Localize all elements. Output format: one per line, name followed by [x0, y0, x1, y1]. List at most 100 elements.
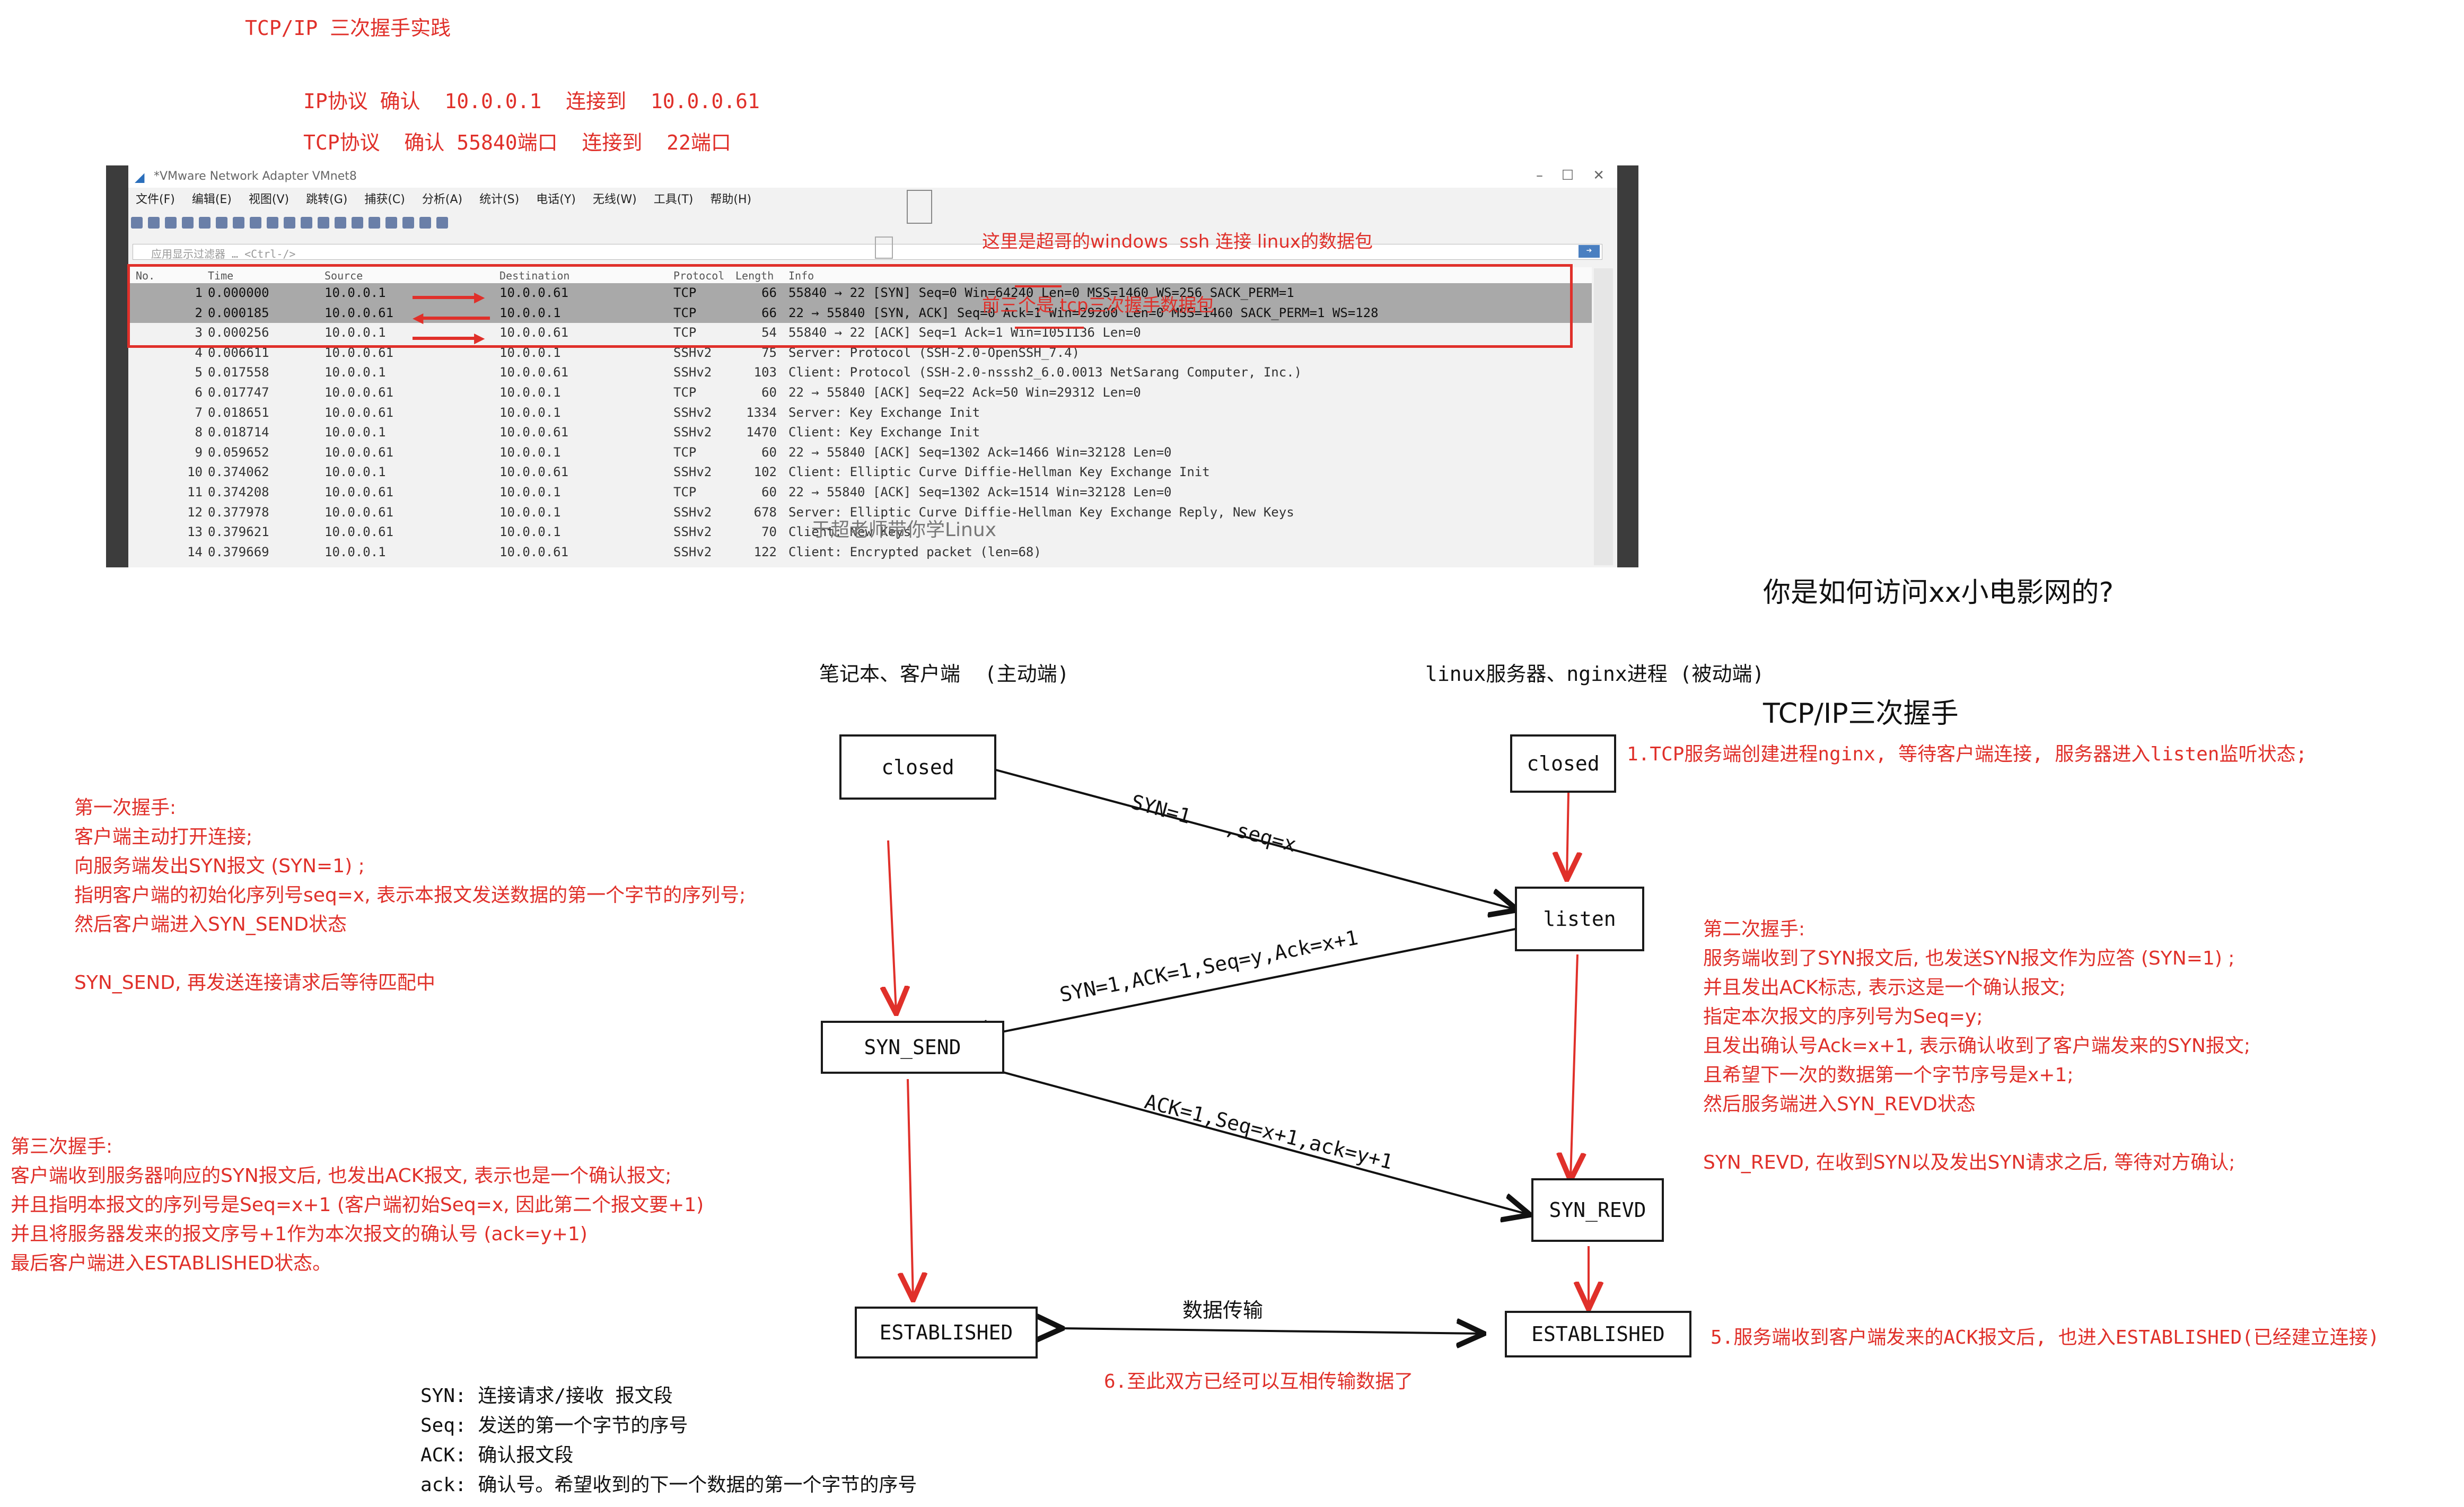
toolbar-zoom-out-icon[interactable] — [419, 217, 431, 229]
packet-cell-info: Client: Encrypted packet (len=68) — [788, 544, 1041, 559]
toolbar-forward-icon[interactable] — [301, 217, 312, 229]
packet-cell-dst: 10.0.0.61 — [499, 425, 569, 440]
toolbar-colorize-icon[interactable] — [385, 217, 397, 229]
packet-cell-no: 13 — [187, 524, 203, 540]
column-header[interactable]: Time — [208, 269, 234, 282]
menu-item[interactable]: 分析(A) — [422, 193, 463, 206]
packet-cell-src: 10.0.0.61 — [325, 384, 394, 400]
menu-bar: 文件(F) 编辑(E) 视图(V) 跳转(G) 捕获(C) 分析(A) 统计(S) 电话(Y)… — [128, 190, 761, 209]
column-header[interactable]: Destination — [499, 269, 570, 282]
packet-cell-dst: 10.0.0.1 — [499, 384, 561, 400]
packet-cell-proto: SSHv2 — [673, 465, 712, 480]
annotation-text: 这里是超哥的windows ssh 连接 linux的数据包 前三个是 tcp三… — [982, 189, 1373, 358]
toolbar-stop-icon[interactable] — [148, 217, 160, 229]
column-header[interactable]: Length — [735, 269, 774, 282]
toolbar-autoscroll-icon[interactable] — [369, 217, 380, 229]
maximize-icon[interactable]: ☐ — [1561, 168, 1574, 183]
packet-cell-time: 0.018714 — [208, 425, 269, 440]
toolbar-zoom-reset-icon[interactable] — [436, 217, 448, 229]
menu-item[interactable]: 统计(S) — [479, 193, 520, 206]
toolbar-close-icon[interactable] — [233, 217, 244, 229]
packet-cell-src: 10.0.0.1 — [325, 285, 386, 300]
data-transfer-arrow — [1060, 1328, 1482, 1334]
annotation-line-2: 前三个是 tcp三次握手数据包 — [982, 295, 1215, 316]
packet-cell-info: Client: Elliptic Curve Diffie-Hellman Ke… — [788, 465, 1210, 480]
packet-cell-info: 22 → 55840 [SYN, ACK] Seq=0 Ack=1 Win=29… — [788, 305, 1379, 320]
toolbar-goto-icon[interactable] — [318, 217, 329, 229]
arrow-head-right-icon: ▶ — [474, 327, 485, 348]
packet-cell-proto: SSHv2 — [673, 425, 712, 440]
step-5-note: 5.服务端收到客户端发来的ACK报文后, 也进入ESTABLISHED(已经建立… — [1711, 1327, 2380, 1348]
menu-item[interactable]: 无线(W) — [592, 193, 637, 206]
column-header[interactable]: No. — [136, 269, 155, 282]
packet-cell-src: 10.0.0.1 — [325, 544, 386, 559]
server-listen-to-synrevd — [1571, 954, 1577, 1178]
filter-apply-icon[interactable]: ➔ — [1579, 245, 1600, 258]
packet-cell-no: 10 — [187, 465, 203, 480]
toolbar-open-icon[interactable] — [199, 217, 211, 229]
packet-cell-no: 3 — [195, 325, 203, 340]
synack-arrow — [965, 928, 1516, 1039]
toolbar-restart-icon[interactable] — [165, 217, 177, 229]
menu-item[interactable]: 视图(V) — [248, 193, 290, 206]
packet-list-scrollbar[interactable] — [1594, 268, 1613, 565]
packet-cell-no: 8 — [195, 425, 203, 440]
packet-cell-src: 10.0.0.1 — [325, 465, 386, 480]
filter-placeholder: 应用显示过滤器 … <Ctrl-/> — [151, 248, 296, 260]
close-icon[interactable]: ✕ — [1593, 168, 1604, 183]
toolbar-last-icon[interactable] — [352, 217, 363, 229]
packet-cell-proto: TCP — [673, 305, 697, 320]
packet-cell-time: 0.377978 — [208, 504, 269, 520]
packet-cell-dst: 10.0.0.1 — [499, 305, 561, 320]
third-handshake-note: 第三次握手: 客户端收到服务器响应的SYN报文后, 也发出ACK报文, 表示也是… — [11, 1136, 704, 1274]
packet-cell-time: 0.379621 — [208, 524, 269, 540]
column-header[interactable]: Source — [325, 269, 363, 282]
toolbar-zoom-in-icon[interactable] — [402, 217, 414, 229]
menu-item[interactable]: 编辑(E) — [191, 193, 232, 206]
toolbar-first-icon[interactable] — [335, 217, 346, 229]
toolbar-options-icon[interactable] — [182, 217, 194, 229]
toolbar-reload-icon[interactable] — [250, 217, 261, 229]
column-header[interactable]: Info — [788, 269, 814, 282]
packet-cell-len: 60 — [761, 444, 777, 460]
toolbar-find-icon[interactable] — [267, 217, 278, 229]
menu-item[interactable]: 文件(F) — [136, 193, 175, 206]
client-closed-to-synsend — [888, 840, 896, 1012]
packet-cell-proto: TCP — [673, 484, 697, 500]
menu-item[interactable]: 电话(Y) — [536, 193, 576, 206]
menu-item[interactable]: 帮助(H) — [710, 193, 752, 206]
legend: SYN: 连接请求/接收 报文段 Seq: 发送的第一个字节的序号 ACK: 确… — [420, 1385, 917, 1496]
menu-item[interactable]: 捕获(C) — [364, 193, 405, 206]
packet-cell-info: 22 → 55840 [ACK] Seq=22 Ack=50 Win=29312… — [788, 384, 1141, 400]
packet-cell-src: 10.0.0.61 — [325, 305, 394, 320]
menu-item[interactable]: 跳转(G) — [306, 193, 348, 206]
toolbar-save-icon[interactable] — [216, 217, 227, 229]
second-handshake-note: 第二次握手: 服务端收到了SYN报文后, 也发送SYN报文作为应答 (SYN=1… — [1703, 918, 2250, 1173]
packet-cell-time: 0.000256 — [208, 325, 269, 340]
display-filter-input[interactable]: 应用显示过滤器 … <Ctrl-/> ➔ — [133, 244, 1602, 260]
toolbar-back-icon[interactable] — [284, 217, 295, 229]
toolbar-start-icon[interactable] — [131, 217, 143, 229]
step-6-note: 6.至此双方已经可以互相传输数据了 — [1104, 1371, 1414, 1392]
minimize-icon[interactable]: – — [1536, 168, 1543, 183]
packet-cell-time: 0.374062 — [208, 465, 269, 480]
packet-cell-time: 0.018651 — [208, 405, 269, 420]
menu-item[interactable]: 工具(T) — [653, 193, 694, 206]
packet-cell-len: 66 — [761, 305, 777, 320]
column-header[interactable]: Protocol — [673, 269, 725, 282]
packet-cell-dst: 10.0.0.61 — [499, 325, 569, 340]
packet-cell-dst: 10.0.0.1 — [499, 405, 561, 420]
